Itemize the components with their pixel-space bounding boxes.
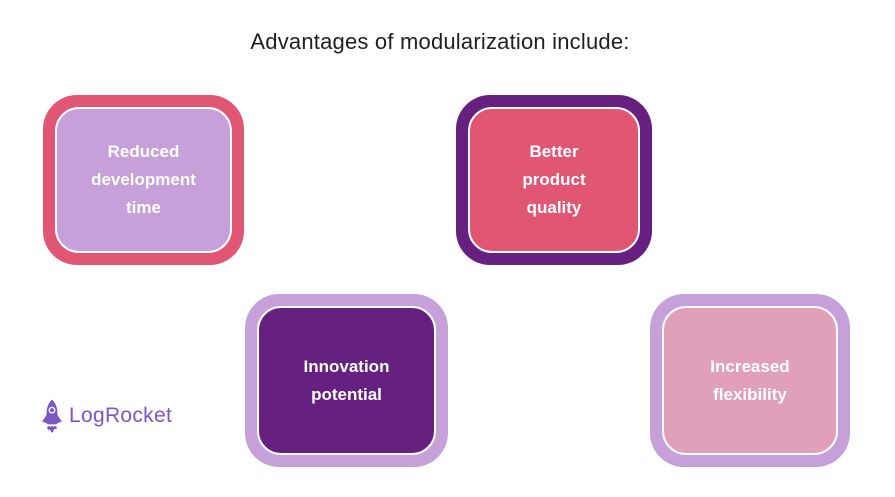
- advantage-box-reduced-development-time: Reduced development time: [43, 95, 244, 265]
- logrocket-logo: LogRocket: [39, 399, 172, 433]
- advantage-label: Better product quality: [522, 142, 586, 217]
- advantage-box-inner: Reduced development time: [55, 107, 232, 253]
- advantage-box-inner: Innovation potential: [257, 306, 436, 455]
- advantage-label: Reduced development time: [91, 142, 196, 217]
- advantage-label: Increased flexibility: [710, 356, 790, 404]
- page-title: Advantages of modularization include:: [250, 29, 630, 54]
- advantage-box-increased-flexibility: Increased flexibility: [650, 294, 850, 467]
- advantage-box-inner: Better product quality: [468, 107, 640, 253]
- advantage-box-innovation-potential: Innovation potential: [245, 294, 448, 467]
- advantage-box-inner: Increased flexibility: [662, 306, 838, 455]
- advantage-label: Innovation potential: [303, 356, 390, 404]
- advantage-box-better-product-quality: Better product quality: [456, 95, 652, 265]
- rocket-icon: [39, 399, 65, 433]
- logrocket-wordmark: LogRocket: [69, 404, 173, 427]
